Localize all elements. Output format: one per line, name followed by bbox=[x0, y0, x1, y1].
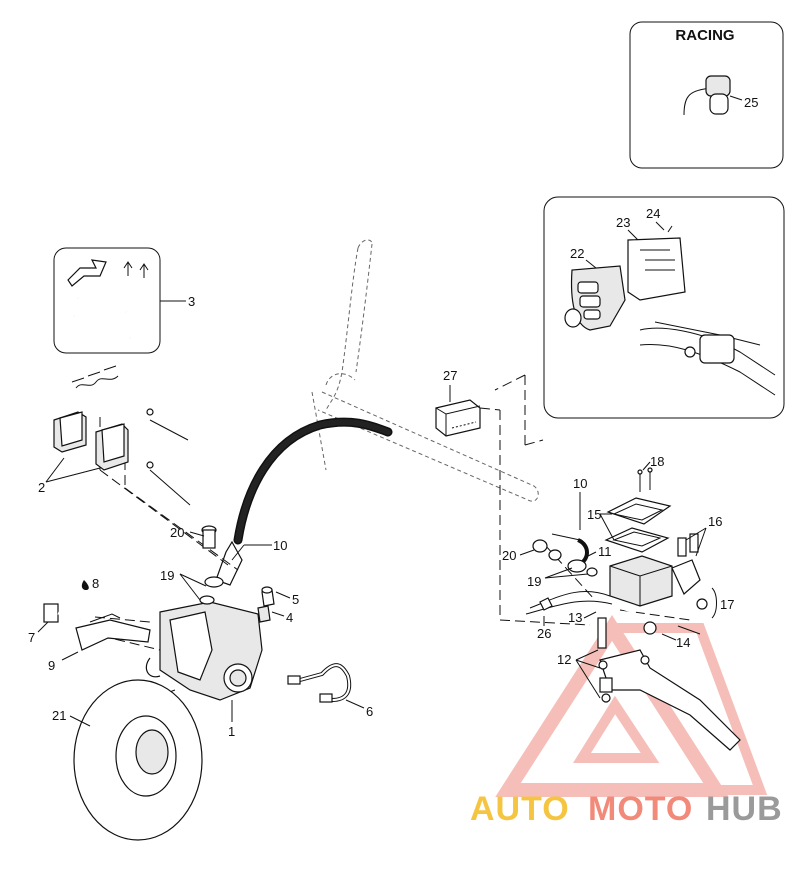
callout-19-left: 19 bbox=[160, 568, 174, 583]
callout-12: 12 bbox=[557, 652, 571, 667]
callout-20-right: 20 bbox=[502, 548, 516, 563]
callout-4: 4 bbox=[286, 610, 293, 625]
callout-27: 27 bbox=[443, 368, 457, 383]
callout-13: 13 bbox=[568, 610, 582, 625]
left-banjo-fittings: 20 19 10 bbox=[160, 525, 287, 605]
watermark-auto: AUTO bbox=[470, 790, 570, 828]
brake-pads: 2 bbox=[38, 365, 191, 506]
switch-inset: 23 24 22 bbox=[543, 196, 785, 419]
watermark-hub: HUB bbox=[706, 790, 783, 828]
master-cylinder: 18 15 16 17 bbox=[587, 454, 734, 619]
callout-18: 18 bbox=[650, 454, 664, 469]
callout-11: 11 bbox=[598, 544, 612, 559]
callout-23: 23 bbox=[616, 215, 630, 230]
watermark-triangle bbox=[495, 615, 768, 797]
callout-26: 26 bbox=[537, 626, 551, 641]
brake-disc-21: 21 bbox=[52, 679, 203, 841]
callout-5: 5 bbox=[292, 592, 299, 607]
callout-8: 8 bbox=[92, 576, 99, 591]
bleeder-parts: 5 4 bbox=[257, 586, 299, 625]
callout-2: 2 bbox=[38, 480, 45, 495]
switch-box-27: 27 bbox=[435, 368, 481, 437]
callout-24: 24 bbox=[646, 206, 660, 221]
brake-lever-12: 12 bbox=[557, 617, 741, 751]
callout-17: 17 bbox=[720, 597, 734, 612]
watermark-text: AUTO MOTO HUB bbox=[470, 790, 783, 828]
watermark-moto: MOTO bbox=[588, 790, 693, 828]
switch-wire-26: 26 bbox=[525, 590, 613, 641]
routing-lines bbox=[85, 374, 691, 703]
callout-7: 7 bbox=[28, 630, 35, 645]
callout-10-left: 10 bbox=[273, 538, 287, 553]
pins-inset: 3 bbox=[53, 247, 195, 354]
handlebar-outline bbox=[311, 239, 539, 502]
racing-inset: RACING 25 bbox=[629, 21, 784, 169]
callout-10-right: 10 bbox=[573, 476, 587, 491]
callout-21: 21 bbox=[52, 708, 66, 723]
callout-3: 3 bbox=[188, 294, 195, 309]
callout-16: 16 bbox=[708, 514, 722, 529]
main-brake-hose bbox=[215, 417, 393, 586]
callout-19-right: 19 bbox=[527, 574, 541, 589]
callout-15: 15 bbox=[587, 507, 601, 522]
caliper-1: 1 bbox=[145, 601, 263, 739]
callout-25: 25 bbox=[744, 95, 758, 110]
callout-9: 9 bbox=[48, 658, 55, 673]
callout-20-left: 20 bbox=[170, 525, 184, 540]
bolt-and-bracket: 7 8 9 bbox=[28, 576, 151, 673]
callout-1: 1 bbox=[228, 724, 235, 739]
callout-6: 6 bbox=[366, 704, 373, 719]
callout-22: 22 bbox=[570, 246, 584, 261]
caliper-pipe-6: 6 bbox=[287, 663, 373, 719]
racing-title: RACING bbox=[675, 27, 734, 44]
right-hose-segment: 10 11 20 19 bbox=[502, 476, 612, 589]
callout-14: 14 bbox=[676, 635, 690, 650]
